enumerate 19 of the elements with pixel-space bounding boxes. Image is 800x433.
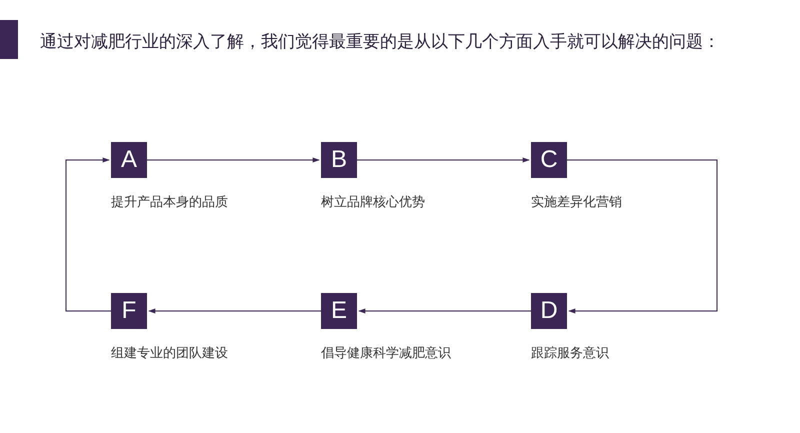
step-caption: 跟踪服务意识 [531,345,609,362]
step-caption: 组建专业的团队建设 [111,345,228,362]
letter-box: C [531,142,567,178]
arrow [148,308,322,314]
letter-box: B [321,142,357,178]
step-caption: 提升产品本身的品质 [111,194,228,211]
step-caption: 实施差异化营销 [531,194,622,211]
arrow [566,160,718,314]
step-caption: 树立品牌核心优势 [321,194,425,211]
letter-box: A [111,142,147,178]
arrow [358,308,532,314]
heading: 通过对减肥行业的深入了解，我们觉得最重要的是从以下几个方面入手就可以解决的问题： [40,31,720,53]
letter-box: D [531,293,567,329]
arrow [356,158,530,162]
letter-box: E [321,293,357,329]
arrow [66,158,112,312]
step-caption: 倡导健康科学减肥意识 [321,345,451,362]
arrow [146,158,320,162]
letter-box: F [111,293,147,329]
